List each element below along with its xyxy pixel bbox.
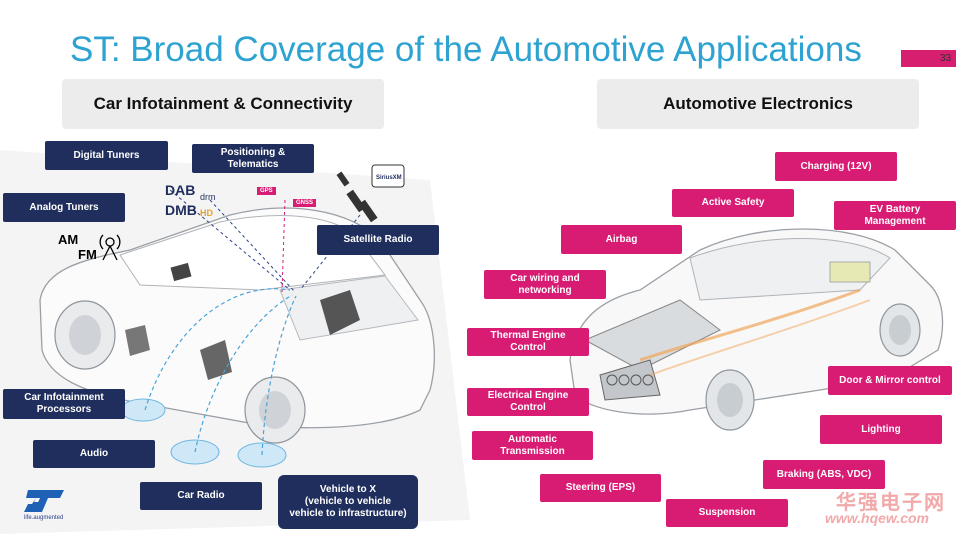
- electronics-car-illustration: [569, 228, 944, 431]
- radio-tower-icon: [99, 234, 121, 261]
- label-ev-battery: EV Battery Management: [834, 201, 956, 230]
- label-steering: Steering (EPS): [540, 474, 661, 502]
- label-car-wiring: Car wiring and networking: [484, 270, 606, 299]
- label-digital-tuners: Digital Tuners: [45, 141, 168, 170]
- am-fm-logo: AM FM: [58, 232, 97, 262]
- label-vehicle-to-x: Vehicle to X (vehicle to vehicle vehicle…: [278, 475, 418, 529]
- label-analog-tuners: Analog Tuners: [3, 193, 125, 222]
- left-section-header: Car Infotainment & Connectivity: [62, 79, 384, 129]
- label-automatic-transmission: Automatic Transmission: [472, 431, 593, 460]
- label-active-safety: Active Safety: [672, 189, 794, 217]
- gnss-tag: GNSS: [293, 199, 317, 207]
- svg-text:SiriusXM: SiriusXM: [376, 175, 402, 181]
- watermark-cn: 华强电子网: [836, 492, 946, 514]
- brand-tagline: life.augmented: [24, 515, 64, 521]
- svg-text:DAB: DAB: [165, 182, 195, 198]
- st-logo-icon: [24, 490, 64, 512]
- dab-drm-logos: DAB DMB drm HD: [165, 182, 216, 218]
- watermark-url: www.hqew.com: [825, 510, 929, 526]
- label-door-mirror: Door & Mirror control: [828, 366, 952, 395]
- label-braking: Braking (ABS, VDC): [763, 460, 885, 489]
- label-audio: Audio: [33, 440, 155, 468]
- label-positioning-telematics: Positioning & Telematics: [192, 144, 314, 173]
- label-charging: Charging (12V): [775, 152, 897, 181]
- satellite-icon: SiriusXM: [336, 164, 405, 223]
- label-electrical-engine: Electrical Engine Control: [467, 388, 589, 416]
- label-thermal-engine: Thermal Engine Control: [467, 328, 589, 356]
- svg-text:DMB: DMB: [165, 202, 197, 218]
- label-lighting: Lighting: [820, 415, 942, 444]
- label-infotainment-processors: Car Infotainment Processors: [3, 389, 125, 419]
- right-section-header: Automotive Electronics: [597, 79, 919, 129]
- page-number: 33: [940, 53, 952, 64]
- infotainment-car-illustration: [39, 189, 435, 468]
- svg-text:drm: drm: [200, 192, 216, 202]
- label-car-radio: Car Radio: [140, 482, 262, 510]
- label-satellite-radio: Satellite Radio: [317, 225, 439, 255]
- svg-text:HD: HD: [200, 208, 213, 218]
- label-suspension: Suspension: [666, 499, 788, 527]
- slide-title: ST: Broad Coverage of the Automotive App…: [70, 30, 862, 69]
- label-airbag: Airbag: [561, 225, 682, 254]
- gps-tag: GPS: [257, 187, 276, 195]
- page-number-bar: [901, 50, 956, 67]
